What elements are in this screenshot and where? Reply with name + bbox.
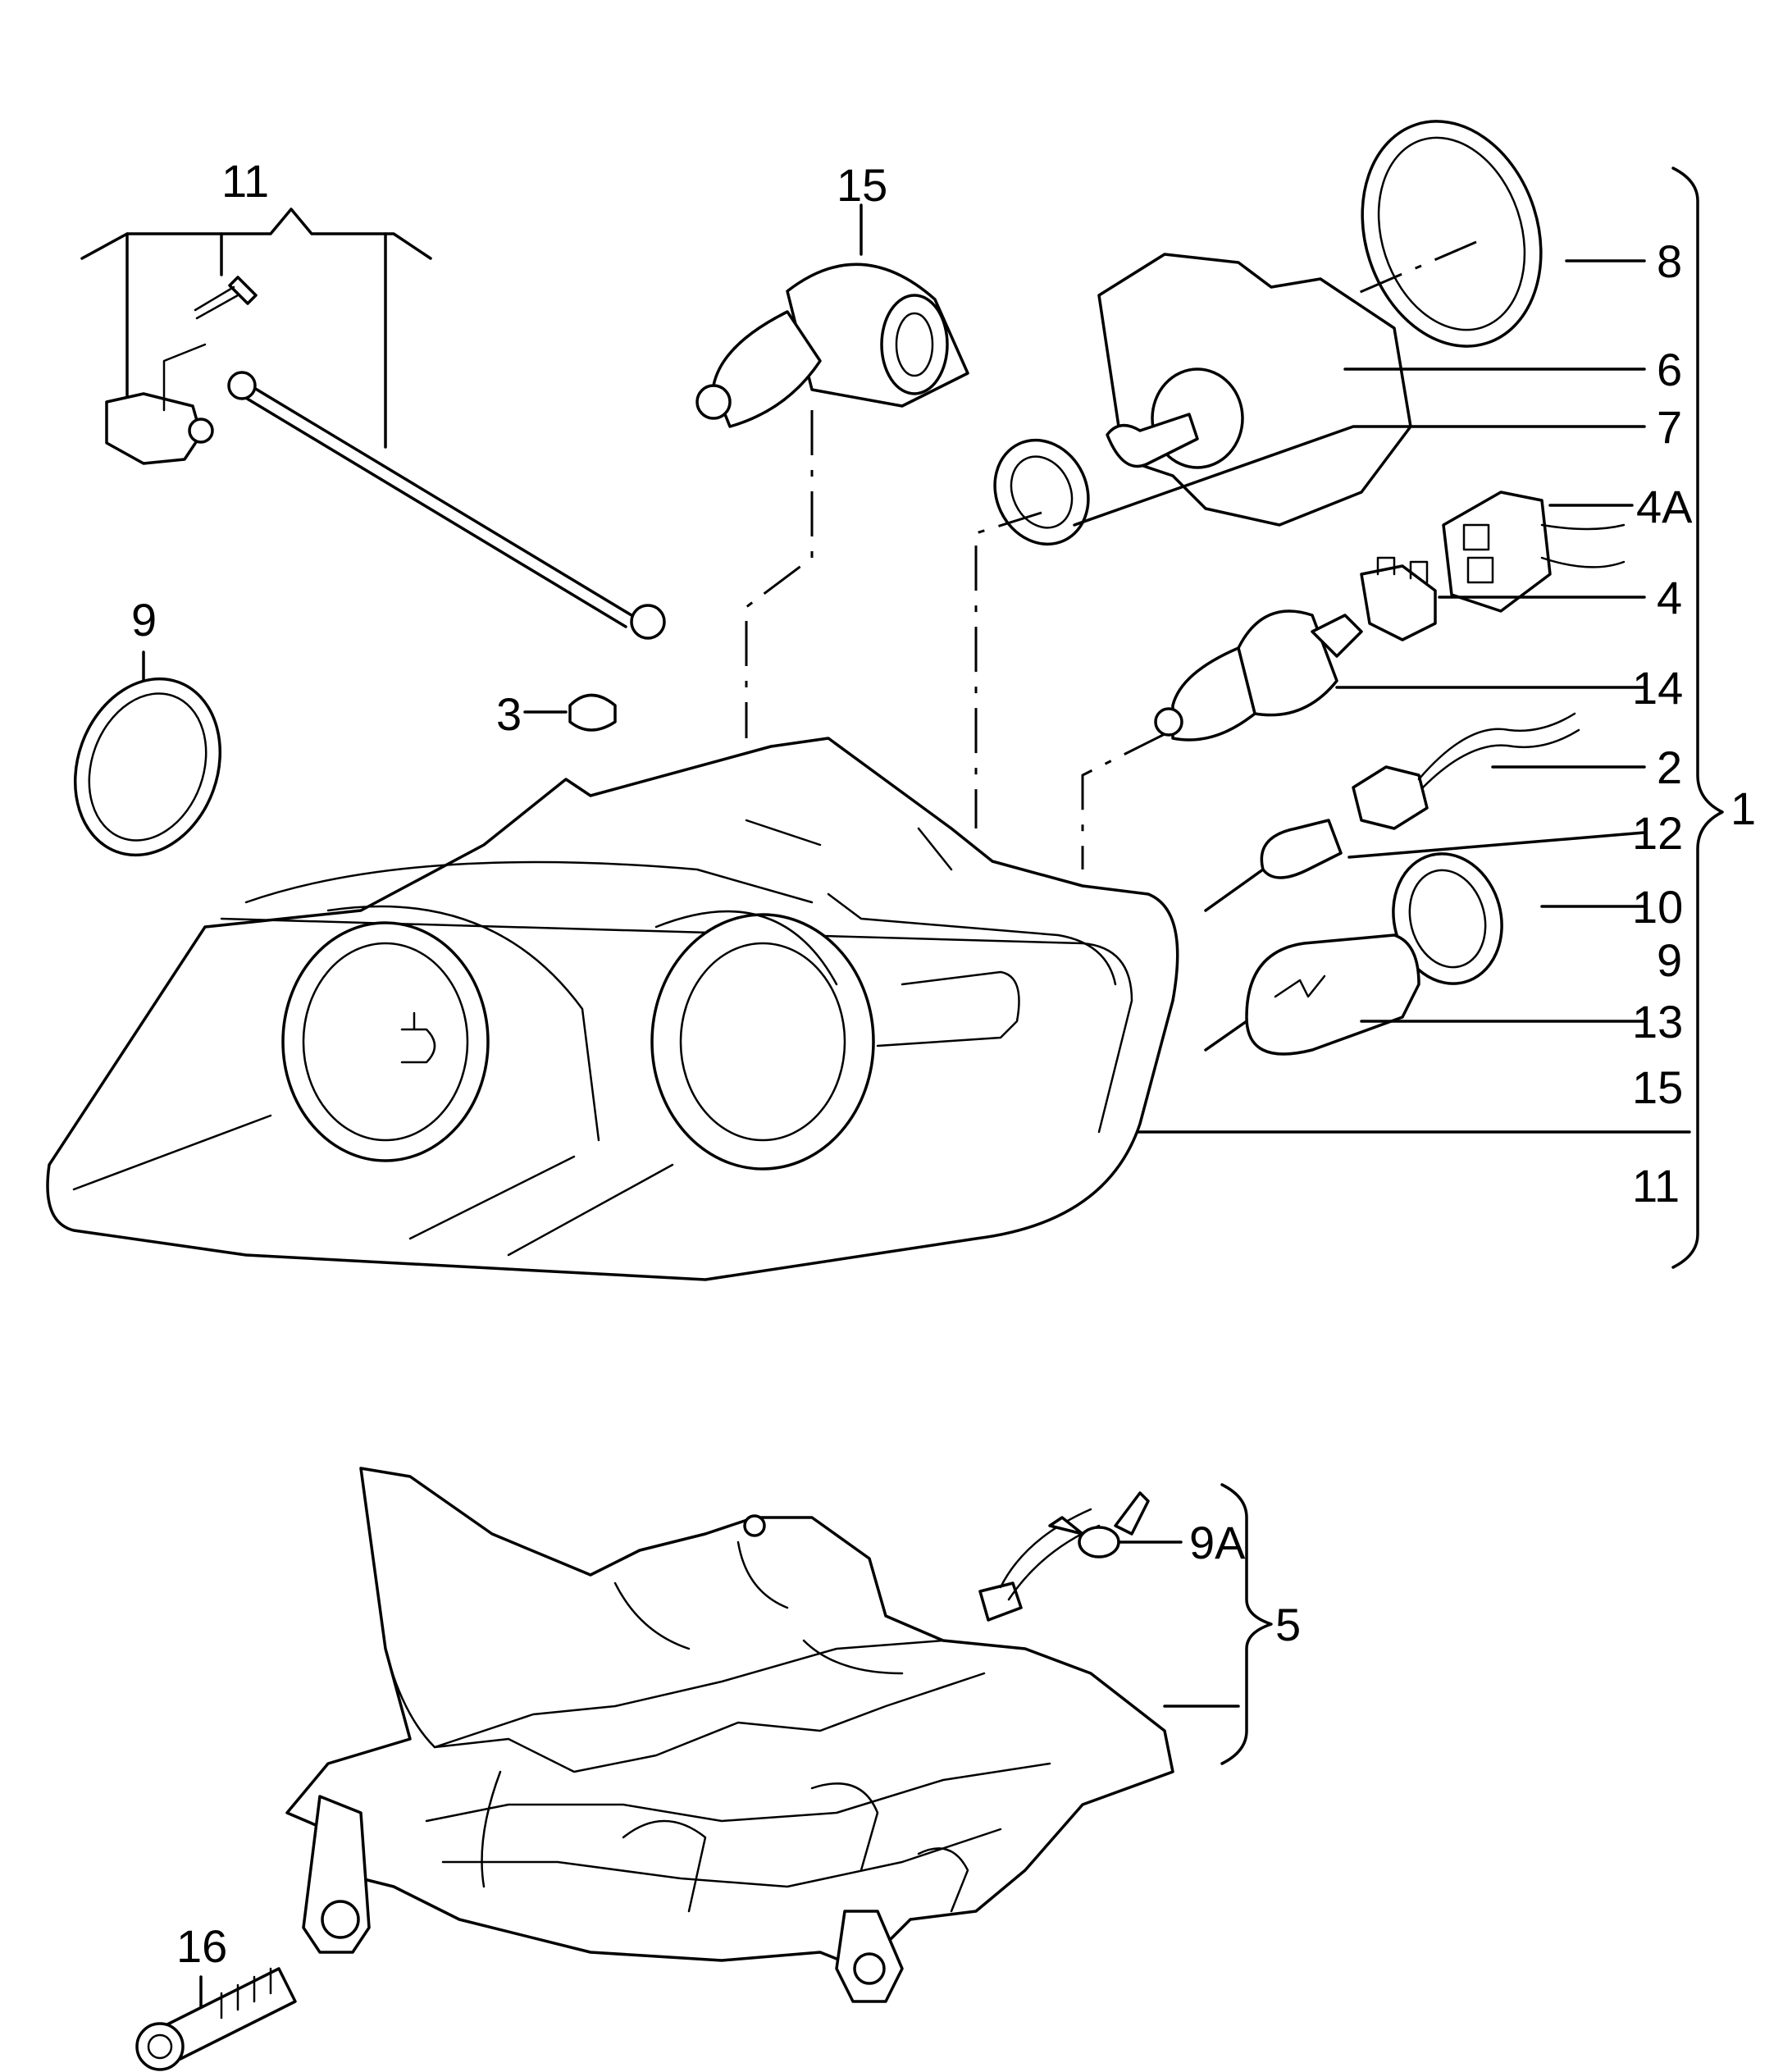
label-4a: 4A <box>1636 481 1693 532</box>
part-16-bolt <box>135 1967 297 2071</box>
part-7-gasket <box>974 425 1646 828</box>
part-4a-connector <box>1442 491 1634 613</box>
part-4-clip <box>1360 556 1646 641</box>
brace-group-5 <box>1220 1483 1273 1765</box>
label-15-top: 15 <box>837 159 887 211</box>
label-11-top: 11 <box>221 155 269 207</box>
part-9a-wing-screw <box>978 1491 1183 1622</box>
part-12-wedge-bulb <box>1204 819 1646 912</box>
label-9-right: 9 <box>1657 934 1682 986</box>
label-4: 4 <box>1657 572 1682 623</box>
label-10: 10 <box>1632 881 1683 933</box>
label-13: 13 <box>1632 996 1683 1047</box>
label-12: 12 <box>1632 807 1683 859</box>
label-6: 6 <box>1657 344 1682 395</box>
label-9-left: 9 <box>131 594 157 646</box>
label-8: 8 <box>1657 235 1682 287</box>
label-5: 5 <box>1275 1599 1301 1650</box>
part-5-bracket <box>285 1467 1240 2003</box>
label-3: 3 <box>496 688 522 740</box>
label-1: 1 <box>1730 783 1756 834</box>
part-13-bulb <box>1204 933 1646 1056</box>
part-9-seal-ring <box>73 650 222 857</box>
part-6-housing <box>1097 253 1646 527</box>
part-2-pigtail <box>1352 712 1646 830</box>
label-15-right: 15 <box>1632 1061 1683 1113</box>
label-2: 2 <box>1657 742 1682 793</box>
part-8-seal-ring <box>1295 120 1646 348</box>
headlamp-housing <box>46 737 1179 1281</box>
part-10-socket <box>1392 852 1646 985</box>
part-14-bulb <box>1081 609 1646 869</box>
label-16: 16 <box>176 1920 227 1972</box>
label-14: 14 <box>1632 662 1683 714</box>
part-11-leveling-assembly <box>80 208 666 640</box>
label-7: 7 <box>1657 401 1682 453</box>
part-3-cap <box>523 693 617 732</box>
brace-group-1 <box>1671 167 1724 1269</box>
part-15-bulb <box>695 203 969 738</box>
label-9a: 9A <box>1189 1517 1246 1568</box>
label-11-right: 11 <box>1632 1160 1680 1212</box>
